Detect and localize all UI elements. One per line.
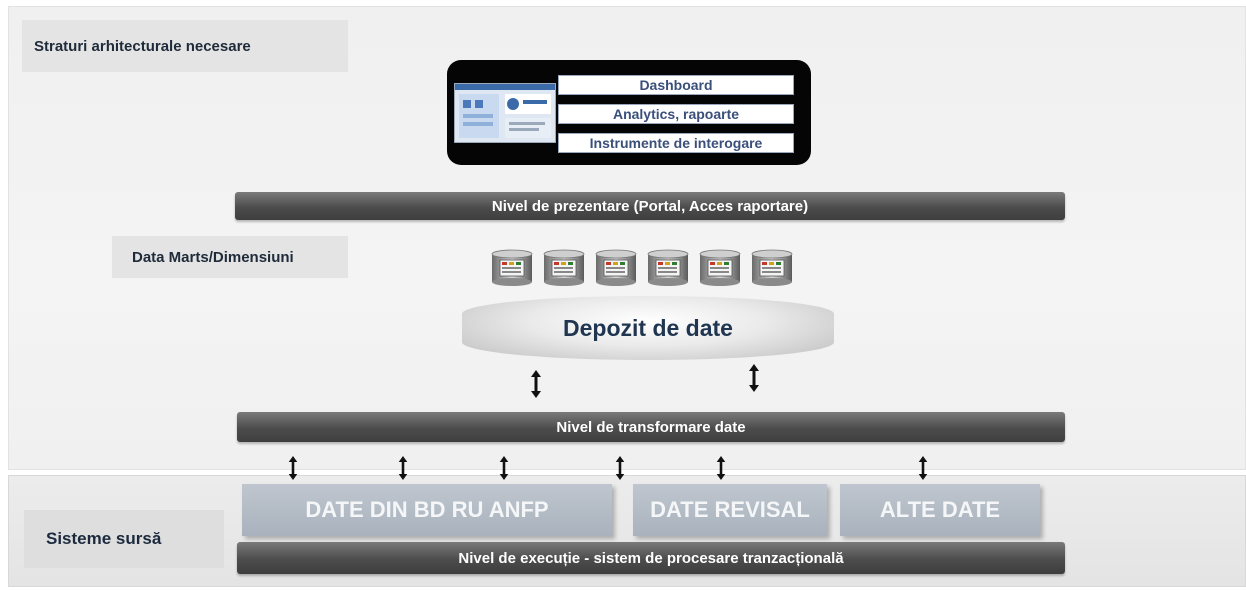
execution-layer-bar: Nivel de execuție - sistem de procesare … (237, 542, 1065, 574)
database-icon (647, 249, 689, 286)
double-arrow-icon (749, 364, 759, 392)
data-marts-label: Data Marts/Dimensiuni (112, 236, 348, 278)
double-arrow-icon (531, 370, 541, 398)
tool-dashboard: Dashboard (558, 75, 794, 95)
tool-query-instruments: Instrumente de interogare (558, 133, 794, 153)
source-revisal: DATE REVISAL (633, 484, 827, 536)
presentation-layer-bar: Nivel de prezentare (Portal, Acces rapor… (235, 192, 1065, 220)
database-icon (595, 249, 637, 286)
source-systems-label: Sisteme sursă (24, 510, 224, 568)
data-warehouse: Depozit de date (462, 296, 834, 360)
transformation-layer-bar: Nivel de transformare date (237, 412, 1065, 442)
double-arrow-icon (499, 456, 509, 480)
database-icon (699, 249, 741, 286)
database-icon (543, 249, 585, 286)
source-other-data: ALTE DATE (840, 484, 1040, 536)
double-arrow-icon (398, 456, 408, 480)
source-anfp-hr-db: DATE DIN BD RU ANFP (242, 484, 612, 536)
double-arrow-icon (918, 456, 928, 480)
data-warehouse-label: Depozit de date (563, 314, 733, 341)
database-icon (491, 249, 533, 286)
double-arrow-icon (288, 456, 298, 480)
tool-analytics: Analytics, rapoarte (558, 104, 794, 124)
diagram-title: Straturi arhitecturale necesare (22, 20, 348, 72)
double-arrow-icon (716, 456, 726, 480)
double-arrow-icon (615, 456, 625, 480)
dashboard-screenshot-icon (454, 83, 556, 143)
database-icon (751, 249, 793, 286)
